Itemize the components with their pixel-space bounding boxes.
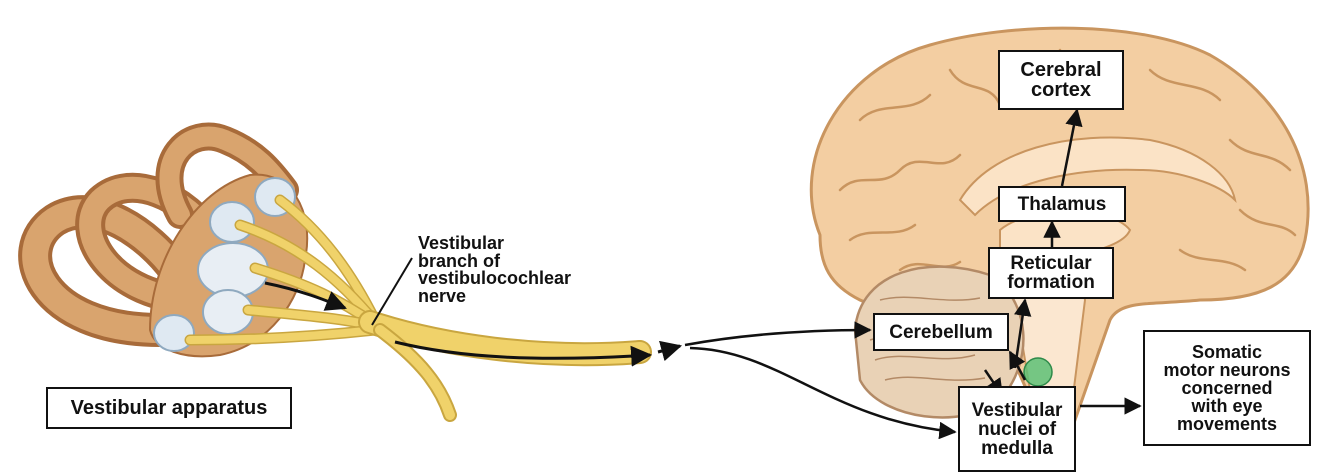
label-line: movements xyxy=(1177,415,1277,433)
label-line: motor neurons xyxy=(1163,361,1290,379)
label-line: Reticular xyxy=(1010,254,1091,273)
label-somatic-motor-neurons: Somatic motor neurons concerned with eye… xyxy=(1143,330,1311,446)
label-line: Cerebral xyxy=(1020,60,1101,80)
label-line: medulla xyxy=(981,439,1053,458)
label-vestibular-apparatus: Vestibular apparatus xyxy=(46,387,292,429)
label-line: nerve xyxy=(418,288,571,306)
vestibular-nucleus-marker xyxy=(1024,358,1052,386)
ampulla-lower xyxy=(154,315,194,351)
vestibular-apparatus-illustration xyxy=(35,137,307,357)
label-line: concerned xyxy=(1181,379,1272,397)
label-line: formation xyxy=(1007,273,1095,292)
label-vestibular-nerve: Vestibular branch of vestibulocochlear n… xyxy=(418,235,571,306)
label-line: nuclei of xyxy=(978,420,1056,439)
label-line: with eye xyxy=(1191,397,1262,415)
label-cerebellum: Cerebellum xyxy=(873,313,1009,351)
label-pointer-line xyxy=(372,258,412,325)
label-line: Vestibular xyxy=(972,401,1063,420)
label-vestibular-nuclei: Vestibular nuclei of medulla xyxy=(958,386,1076,472)
label-line: cortex xyxy=(1031,80,1091,100)
label-thalamus: Thalamus xyxy=(998,186,1126,222)
vestibular-nerve xyxy=(190,200,640,415)
arrow-to-brain xyxy=(658,346,680,352)
label-line: Vestibular xyxy=(418,235,571,253)
label-cerebral-cortex: Cerebral cortex xyxy=(998,50,1124,110)
label-reticular-formation: Reticular formation xyxy=(988,247,1114,299)
label-line: Somatic xyxy=(1192,343,1262,361)
arrow-to-cerebellum xyxy=(685,330,870,345)
